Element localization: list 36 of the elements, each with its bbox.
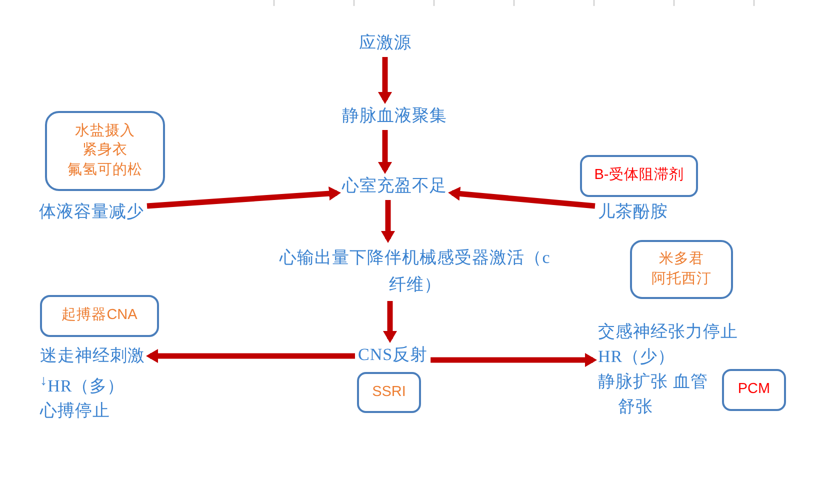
step-label: 静脉扩张 血管舒张 xyxy=(598,371,709,418)
arrow xyxy=(430,353,597,367)
box-label: 起搏器CNA xyxy=(62,306,138,326)
box-label: 氟氢可的松 xyxy=(68,160,142,180)
box-label: 阿托西汀 xyxy=(652,270,712,288)
step-label: 迷走神经刺激 xyxy=(40,345,145,367)
step-label: 体液容量减少 xyxy=(39,201,144,223)
box-label: 紧身衣 xyxy=(82,141,128,160)
box-label: 米多君 xyxy=(659,250,704,269)
arrow xyxy=(378,130,392,174)
step-label: 心室充盈不足 xyxy=(342,175,447,197)
arrow xyxy=(378,57,392,104)
arrow xyxy=(448,186,596,209)
rounded-box xyxy=(722,369,786,411)
step-label: CNS反射 xyxy=(358,344,428,366)
box-label: SSRI xyxy=(372,382,406,402)
rounded-box xyxy=(580,155,698,197)
step-label: 心搏停止 xyxy=(40,400,110,422)
step-label: 儿茶酚胺 xyxy=(598,201,668,223)
step-label: 应激源 xyxy=(359,32,412,54)
step-label: $^{↓}$HR（多） xyxy=(40,372,125,398)
rounded-box xyxy=(357,372,421,413)
arrow xyxy=(383,301,397,343)
box-label: PCM xyxy=(738,380,770,400)
rounded-box xyxy=(40,295,159,337)
arrow xyxy=(381,200,395,243)
box-label: 水盐摄入 xyxy=(75,122,135,141)
rounded-box xyxy=(45,111,165,191)
arrow xyxy=(146,186,341,209)
step-label: 心输出量下降伴机械感受器激活（c纤维） xyxy=(277,244,553,298)
step-label: 交感神经张力停止 xyxy=(598,321,738,343)
rounded-box xyxy=(630,240,733,299)
arrow xyxy=(146,349,355,363)
step-label: 静脉血液聚集 xyxy=(342,105,447,127)
box-label: B-受体阻滞剂 xyxy=(594,166,684,186)
step-label: HR（少） xyxy=(598,346,676,368)
